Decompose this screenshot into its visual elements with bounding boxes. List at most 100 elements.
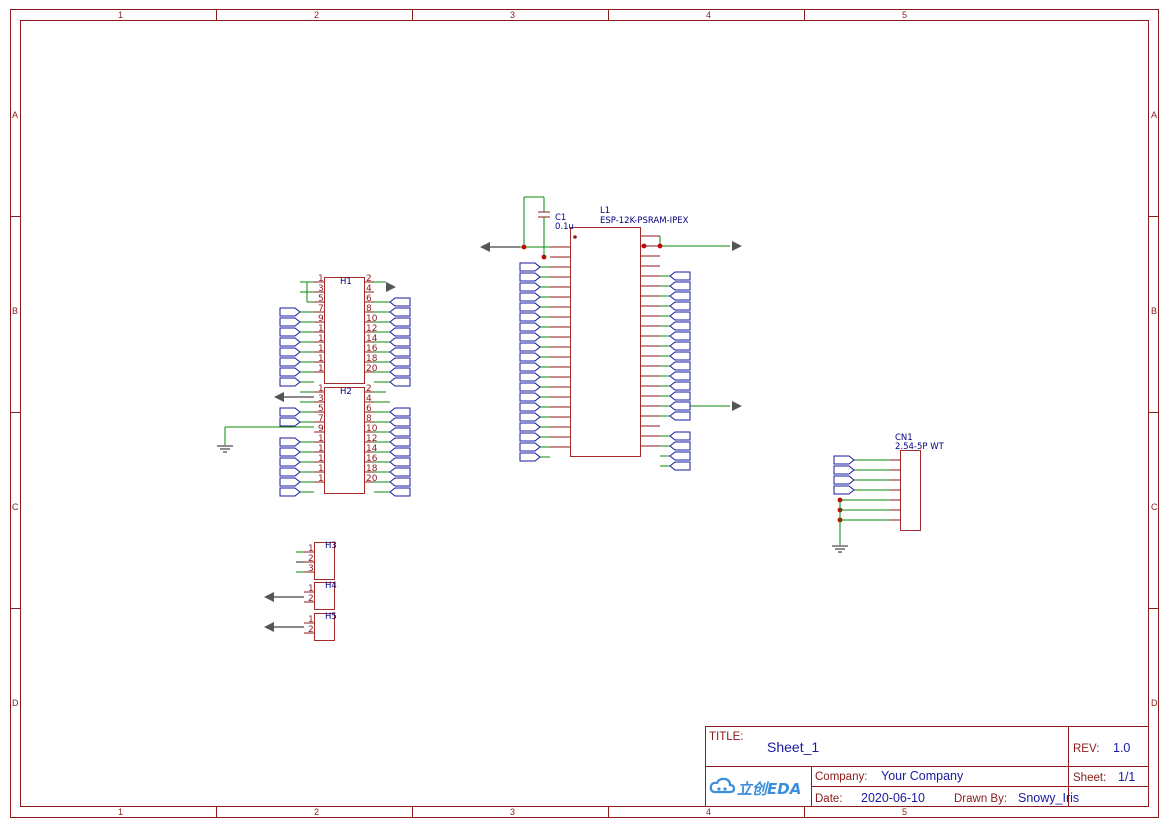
frame-row-label: B — [1151, 306, 1157, 316]
frame-column-label: 3 — [510, 10, 515, 20]
sheet-label: Sheet: — [1073, 772, 1106, 784]
header-pin-number: 18 — [366, 354, 378, 364]
header-h2-designator: H2 — [340, 387, 352, 397]
net-flag-icon — [389, 477, 411, 487]
ground-arrow-icon — [264, 622, 274, 632]
connector-cn1: CN1 2.54-5P WT — [895, 433, 945, 531]
net-flag-icon — [833, 455, 855, 465]
header-h4-body — [314, 582, 335, 610]
net-flag-icon — [519, 392, 541, 402]
net-flag-icon — [279, 337, 301, 347]
frame-row-label: D — [12, 698, 19, 708]
capacitor-c1: C1 0.1u — [523, 196, 574, 257]
header-pin-number: 1 — [318, 384, 324, 394]
header-pin-number: 3 — [318, 394, 324, 404]
frame-row-label: C — [1151, 502, 1158, 512]
net-flag-icon — [669, 281, 691, 291]
net-flag-icon — [669, 441, 691, 451]
net-flag-icon — [519, 362, 541, 372]
net-flag-icon — [519, 292, 541, 302]
cloud-logo-icon — [709, 777, 736, 794]
header-pin-number: 1 — [308, 544, 314, 554]
header-pin-number: 2 — [308, 625, 314, 635]
connector-cn1-body — [900, 450, 921, 531]
header-pin-number: 16 — [366, 344, 378, 354]
rev-value: 1.0 — [1113, 741, 1130, 755]
frame-inner-border — [20, 20, 1149, 807]
date-value: 2020-06-10 — [861, 791, 925, 805]
net-flag-icon — [669, 311, 691, 321]
drawn-by-label: Drawn By: — [954, 793, 1007, 805]
net-flag-icon — [279, 467, 301, 477]
net-flag-icon — [669, 331, 691, 341]
net-flag-icon — [279, 347, 301, 357]
frame-row-label: D — [1151, 698, 1158, 708]
header-pin-number: 4 — [366, 284, 372, 294]
header-pin-number: 9 — [318, 314, 324, 324]
header-pin-number: 11 — [318, 324, 329, 334]
frame-column-label: 5 — [902, 807, 907, 817]
net-flag-icon — [833, 475, 855, 485]
header-pin-number: 19 — [318, 364, 330, 374]
frame-row-label: A — [12, 110, 18, 120]
title-block: TITLE: Sheet_1 REV: 1.0 Company: Your Co… — [705, 726, 1149, 807]
frame-column-label: 2 — [314, 10, 319, 20]
net-flag-icon — [389, 487, 411, 497]
header-pin-number: 2 — [366, 274, 372, 284]
net-flag-icon — [389, 467, 411, 477]
frame-column-label: 2 — [314, 807, 319, 817]
header-h4-designator: H4 — [325, 581, 337, 591]
header-h4: H4 — [314, 581, 337, 610]
header-pin-number: 10 — [366, 424, 378, 434]
junction-dot — [521, 244, 527, 250]
module-designator: L1 — [600, 206, 610, 216]
frame-column-label: 1 — [118, 10, 123, 20]
header-pin-number: 7 — [318, 304, 324, 314]
header-pin-number: 13 — [318, 444, 329, 454]
net-flag-icon — [389, 327, 411, 337]
header-pin-number: 11 — [318, 434, 329, 444]
net-flag-icon — [389, 417, 411, 427]
header-pin-number: 2 — [308, 594, 314, 604]
header-pin-number: 9 — [318, 424, 324, 434]
pin1-marker — [573, 235, 577, 239]
net-flag-icon — [669, 341, 691, 351]
net-flag-icon — [519, 332, 541, 342]
header-pin-number: 13 — [318, 334, 329, 344]
net-flag-icon — [279, 407, 301, 417]
header-h5-designator: H5 — [325, 612, 337, 622]
net-flag-icon — [389, 447, 411, 457]
ground-arrow-icon — [386, 282, 396, 292]
net-flag-icon — [669, 301, 691, 311]
header-h3-body — [314, 542, 335, 580]
net-flag-icon — [519, 342, 541, 352]
net-flag-icon — [669, 291, 691, 301]
net-flag-icon — [279, 307, 301, 317]
net-flag-icon — [389, 377, 411, 387]
net-flag-icon — [669, 321, 691, 331]
header-pin-number: 12 — [366, 434, 377, 444]
net-flag-icon — [519, 312, 541, 322]
header-h3: H3 — [314, 541, 337, 580]
header-pin-number: 3 — [318, 284, 324, 294]
header-pin-number: 8 — [366, 304, 372, 314]
sheet-title: Sheet_1 — [767, 739, 819, 755]
company-value: Your Company — [881, 769, 964, 783]
header-pin-number: 18 — [366, 464, 378, 474]
connector-value: 2.54-5P WT — [895, 442, 945, 452]
frame-row-label: B — [12, 306, 18, 316]
header-pin-number: 1 — [318, 274, 324, 284]
ground-arrow-icon — [480, 242, 490, 252]
net-flag-icon — [669, 401, 691, 411]
header-pin-number: 14 — [366, 444, 378, 454]
net-flag-icon — [389, 407, 411, 417]
drawing-frame — [10, 9, 1159, 818]
net-flag-icon — [389, 297, 411, 307]
net-flag-icon — [519, 402, 541, 412]
net-flag-icon — [279, 327, 301, 337]
ground-arrow-icon — [264, 592, 274, 602]
net-flag-icon — [669, 361, 691, 371]
net-flag-icon — [279, 487, 301, 497]
net-flag-icon — [519, 352, 541, 362]
ground-arrow-icon — [732, 401, 742, 411]
